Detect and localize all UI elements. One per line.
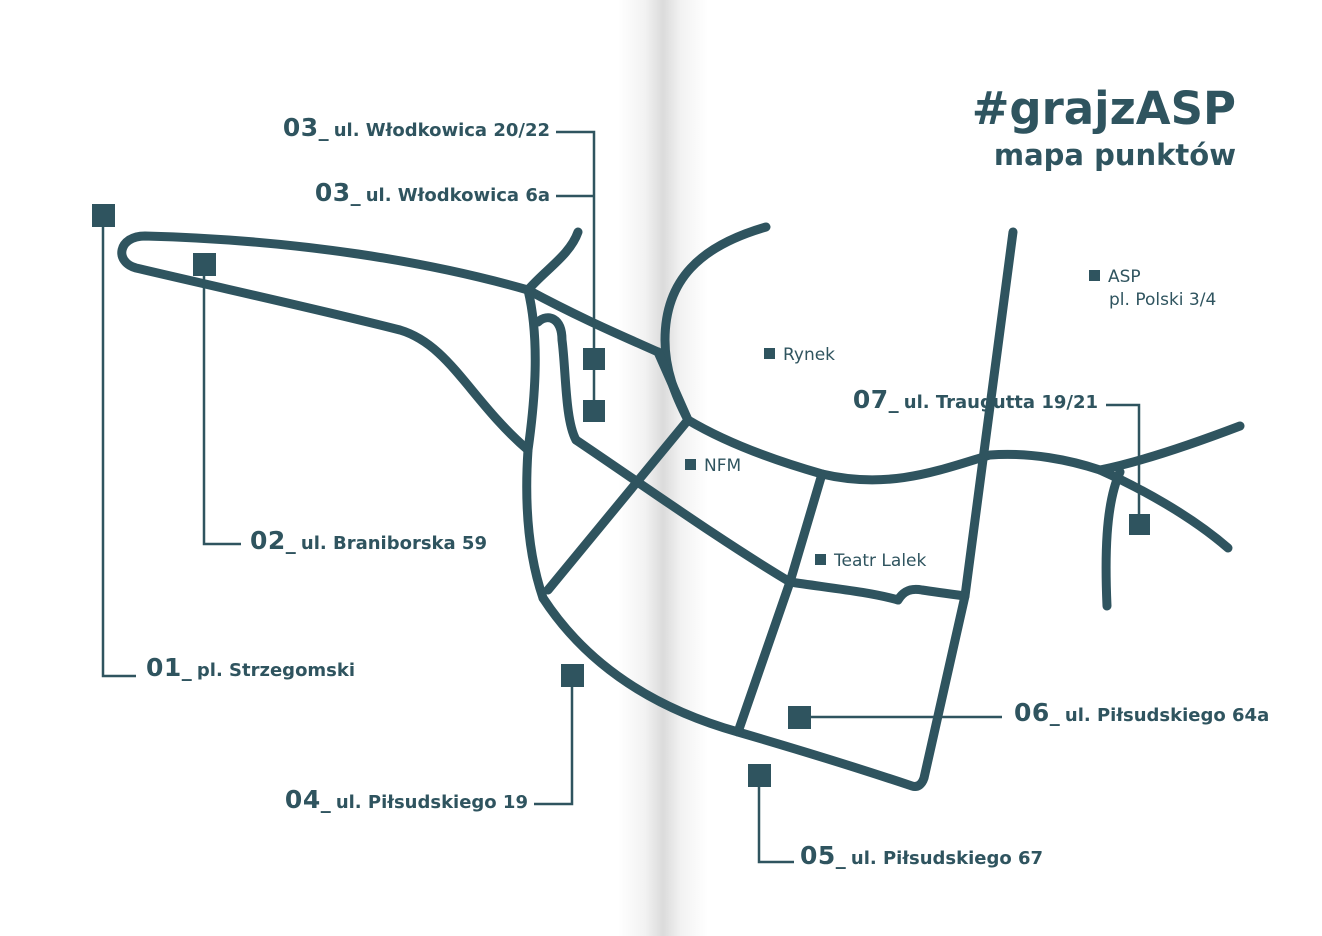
street-ns-mid (733, 469, 827, 737)
marker-address: ul. Traugutta 19/21 (903, 392, 1098, 413)
marker-address: ul. Piłsudskiego 67 (850, 848, 1044, 869)
leader-03a (556, 130, 596, 410)
landmark-teatr-lalek: Teatr Lalek (815, 553, 926, 570)
street-east-south (1101, 467, 1125, 611)
marker-dash: _ (350, 182, 361, 206)
street-ring-south (538, 227, 1018, 791)
marker-number: 03 (314, 178, 351, 207)
marker-number: 01 (146, 653, 182, 682)
marker-dash: _ (888, 389, 899, 413)
landmark-nfm: NFM (685, 458, 741, 475)
landmark-rynek: Rynek (764, 347, 835, 364)
street-diag-sw (543, 415, 693, 595)
leader-02 (202, 264, 241, 546)
marker-dash: _ (835, 845, 846, 869)
landmark-square-icon (685, 459, 696, 470)
marker-square-03b (583, 400, 605, 422)
marker-number: 07 (852, 385, 889, 414)
marker-number: 04 (284, 785, 321, 814)
marker-address: ul. Włodkowica 20/22 (333, 120, 550, 141)
marker-address: ul. Piłsudskiego 64a (1064, 705, 1270, 726)
leader-05 (757, 775, 794, 864)
landmark-asp: ASP (1089, 269, 1141, 286)
marker-dash: _ (285, 530, 296, 554)
marker-dash: _ (318, 117, 329, 141)
leader-07 (1106, 403, 1141, 524)
marker-address: ul. Braniborska 59 (300, 533, 487, 554)
marker-square-02 (193, 253, 216, 276)
marker-square-05 (748, 764, 771, 787)
marker-number: 06 (1014, 698, 1050, 727)
leader-01 (101, 215, 136, 678)
landmark-label: Rynek (783, 345, 836, 365)
street-inner-loop (533, 313, 581, 445)
marker-label-05[interactable]: 05_ ul. Piłsudskiego 67 (800, 843, 1043, 868)
landmark-square-icon (815, 554, 826, 565)
marker-square-04 (561, 664, 584, 687)
street-north-stub (523, 227, 583, 295)
marker-number: 02 (250, 526, 286, 555)
street-odra-north (660, 222, 771, 425)
marker-dash: _ (320, 789, 331, 813)
marker-label-06[interactable]: 06_ ul. Piłsudskiego 64a (1014, 700, 1269, 725)
marker-number: 05 (800, 841, 836, 870)
marker-square-01 (92, 204, 115, 227)
marker-address: ul. Włodkowica 6a (365, 185, 550, 206)
landmark-square-icon (764, 348, 775, 359)
landmark-label: NFM (704, 456, 742, 476)
leader-04 (534, 675, 574, 806)
marker-square-06 (788, 706, 811, 729)
street-teatr-lalek (785, 577, 970, 605)
marker-label-01[interactable]: 01_ pl. Strzegomski (146, 655, 355, 680)
marker-label-03-wlodkowica-20[interactable]: 03_ ul. Włodkowica 20/22 (283, 115, 550, 140)
street-loop (117, 231, 533, 455)
landmark-label: ASP (1108, 267, 1141, 287)
street-main-ew (653, 347, 1245, 485)
street-west-ns (522, 285, 548, 603)
map-title: #grajzASP mapa punktów (972, 86, 1236, 170)
marker-address: pl. Strzegomski (196, 660, 356, 681)
marker-dash: _ (181, 657, 192, 681)
title-hashtag: #grajzASP (971, 82, 1236, 135)
landmark-label: Teatr Lalek (834, 551, 927, 571)
title-subtitle: mapa punktów (993, 138, 1236, 172)
marker-label-04[interactable]: 04_ ul. Piłsudskiego 19 (285, 787, 528, 812)
landmark-asp-address: pl. Polski 3/4 (1109, 290, 1217, 310)
leader-lines (101, 130, 1141, 864)
marker-square-07 (1129, 514, 1150, 535)
street-diagonal-teatr (571, 435, 795, 587)
marker-label-02[interactable]: 02_ ul. Braniborska 59 (250, 528, 487, 553)
marker-dash: _ (1049, 702, 1060, 726)
marker-number: 03 (282, 113, 319, 142)
marker-squares (92, 204, 1150, 787)
marker-label-07[interactable]: 07_ ul. Traugutta 19/21 (853, 387, 1098, 412)
marker-label-03-wlodkowica-6a[interactable]: 03_ ul. Włodkowica 6a (315, 180, 550, 205)
landmark-square-icon (1089, 270, 1100, 281)
marker-address: ul. Piłsudskiego 19 (335, 792, 528, 813)
marker-square-03a (583, 348, 605, 370)
street-wlodkowica (523, 285, 663, 357)
